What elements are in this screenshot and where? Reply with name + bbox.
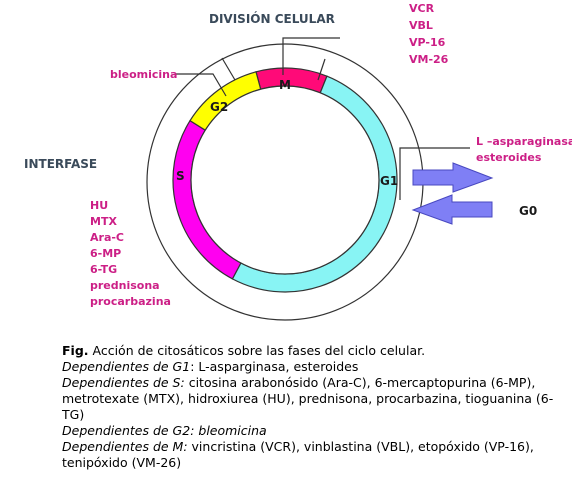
phase-g2-label: G2 <box>210 100 228 114</box>
s-drug: procarbazina <box>90 295 171 308</box>
phase-s-label: S <box>176 169 185 183</box>
g1-label: Dependientes de G1 <box>62 359 191 374</box>
s-drug: prednisona <box>90 279 160 292</box>
caption-line-fig: Fig. Acción de citosáticos sobre las fas… <box>62 343 562 359</box>
bleomicina-pointer-line <box>175 73 227 97</box>
phase-m-label: M <box>279 78 291 92</box>
figure-caption: Fig. Acción de citosáticos sobre las fas… <box>62 343 562 471</box>
caption-line-g2: Dependientes de G2: bleomicina <box>62 423 562 439</box>
m-drug: VM-26 <box>409 53 449 66</box>
caption-line-s: Dependientes de S: citosina arabonósido … <box>62 375 562 423</box>
s-text: citosina arabonósido (Ara-C), 6-mercapto… <box>62 375 554 422</box>
m-label: Dependientes de M: <box>62 439 188 454</box>
arrow-to-g0 <box>412 162 494 193</box>
m-pointer-line <box>282 37 340 75</box>
s-drug: 6-TG <box>90 263 117 276</box>
fig-label: Fig. <box>62 343 89 358</box>
m-drug: VBL <box>409 19 433 32</box>
g1-drug: L –asparaginasa <box>476 135 572 148</box>
s-drug: Ara-C <box>90 231 124 244</box>
s-drug: MTX <box>90 215 117 228</box>
caption-line-g1: Dependientes de G1: L-asparginasa, ester… <box>62 359 562 375</box>
g1-text: : L-asparginasa, esteroides <box>190 359 359 374</box>
division-celular-label: DIVISIÓN CELULAR <box>209 11 335 26</box>
phase-g1-label: G1 <box>380 174 398 188</box>
s-drug: HU <box>90 199 108 212</box>
g2-label: Dependientes de G2: bleomicina <box>62 423 267 438</box>
caption-line-m: Dependientes de M: vincristina (VCR), vi… <box>62 439 562 471</box>
g1-pointer-line <box>399 147 470 200</box>
phase-g0-label: G0 <box>519 204 537 218</box>
s-label: Dependientes de S: <box>62 375 185 390</box>
interfase-label: INTERFASE <box>24 157 97 171</box>
m-drug: VP-16 <box>409 36 446 49</box>
g1-drug: esteroides <box>476 151 542 164</box>
g2-drug: bleomicina <box>110 68 177 81</box>
cell-cycle-diagram: DIVISIÓN CELULAR INTERFASE M G2 S G1 G0 … <box>24 2 572 321</box>
fig-text: Acción de citosáticos sobre las fases de… <box>88 343 426 358</box>
ring-tick-right <box>317 58 326 81</box>
ring-tick-left <box>221 57 236 81</box>
m-drug: VCR <box>409 2 435 15</box>
m-text: vincristina (VCR), vinblastina (VBL), et… <box>62 439 534 470</box>
inner-circle <box>190 85 380 275</box>
s-drug: 6-MP <box>90 247 121 260</box>
arrow-from-g0 <box>411 194 493 225</box>
